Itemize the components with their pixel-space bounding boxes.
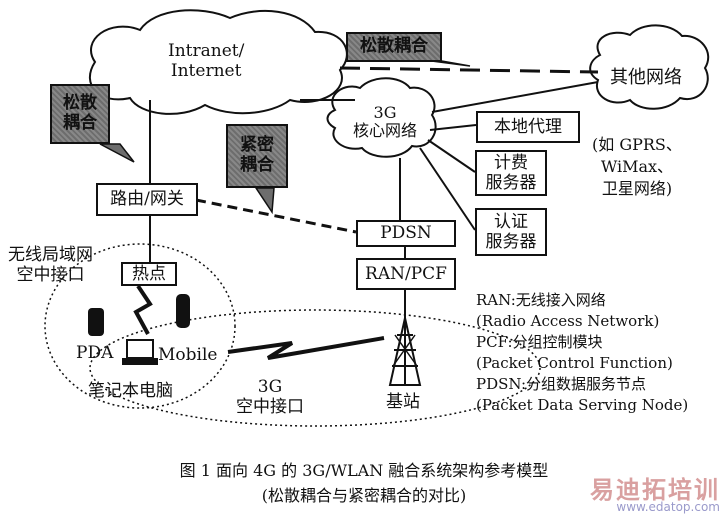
intranet-cloud <box>89 9 348 115</box>
cellular-air-interface-label: 3G 空中接口 <box>236 377 304 417</box>
laptop-screen <box>126 339 154 359</box>
wlan-coverage <box>44 243 236 409</box>
billing-server-box: 计费 服务器 <box>475 150 547 196</box>
pdsn-box: PDSN <box>356 220 456 247</box>
hotspot-box: 热点 <box>121 262 177 286</box>
wlan-signal-icon <box>133 284 153 335</box>
cellular-coverage <box>89 309 541 427</box>
core-billing-link <box>427 139 476 173</box>
other-networks-examples: (如 GPRS、 WiMax、 卫星网络) <box>592 135 682 198</box>
tight-coupling-callout: 紧密 耦合 <box>226 124 288 188</box>
loose-left-pointer <box>99 143 135 163</box>
ran-pcf-box: RAN/PCF <box>356 258 456 290</box>
auth-server-box: 认证 服务器 <box>475 208 547 256</box>
figure-caption: 图 1 面向 4G 的 3G/WLAN 融合系统架构参考模型 <box>179 461 549 480</box>
wlan-air-interface-label: 无线局域网 空中接口 <box>8 245 93 285</box>
core-network-cloud <box>326 77 437 158</box>
laptop-label: 笔记本电脑 <box>88 381 173 401</box>
pda-label: PDA <box>76 343 114 363</box>
figure-caption-sub: (松散耦合与紧密耦合的对比) <box>261 486 467 505</box>
other-networks-cloud <box>589 24 710 110</box>
tight-coupling-link <box>195 198 357 234</box>
watermark-url: www.edatop.com <box>616 500 720 514</box>
tight-pointer <box>254 187 275 215</box>
watermark-logo: 易迪拓培训 <box>590 476 720 504</box>
abbreviation-legend: RAN:无线接入网络 (Radio Access Network) PCF:分组… <box>476 290 688 416</box>
core-auth-link <box>419 147 476 231</box>
core-agent-link <box>429 124 477 131</box>
base-station-label: 基站 <box>386 392 420 412</box>
pda-device <box>88 308 104 336</box>
base-station-icon <box>388 317 422 386</box>
legend-line: PCF:分组控制模块 <box>476 333 603 351</box>
mobile-device <box>176 294 190 328</box>
laptop-base <box>122 358 158 365</box>
legend-line: PDSN:分组数据服务节点 <box>476 375 647 393</box>
loose-coupling-callout-top: 松散耦合 <box>346 32 442 62</box>
local-agent-box: 本地代理 <box>476 111 580 143</box>
mobile-label: Mobile <box>158 345 218 365</box>
legend-line: (Packet Data Serving Node) <box>476 396 689 414</box>
cellular-signal-icon <box>227 336 385 360</box>
legend-line: (Radio Access Network) <box>476 312 660 330</box>
core-network-label: 3G 核心网络 <box>352 103 417 141</box>
router-gateway-box: 路由/网关 <box>96 183 198 216</box>
legend-line: RAN:无线接入网络 <box>476 291 606 309</box>
core-other-link <box>431 81 599 113</box>
loose-coupling-callout-left: 松散 耦合 <box>50 84 110 144</box>
loose-coupling-link <box>339 66 599 74</box>
other-networks-label: 其他网络 <box>610 67 682 88</box>
intranet-label: Intranet/ Internet <box>168 41 245 81</box>
legend-line: (Packet Control Function) <box>476 354 673 372</box>
